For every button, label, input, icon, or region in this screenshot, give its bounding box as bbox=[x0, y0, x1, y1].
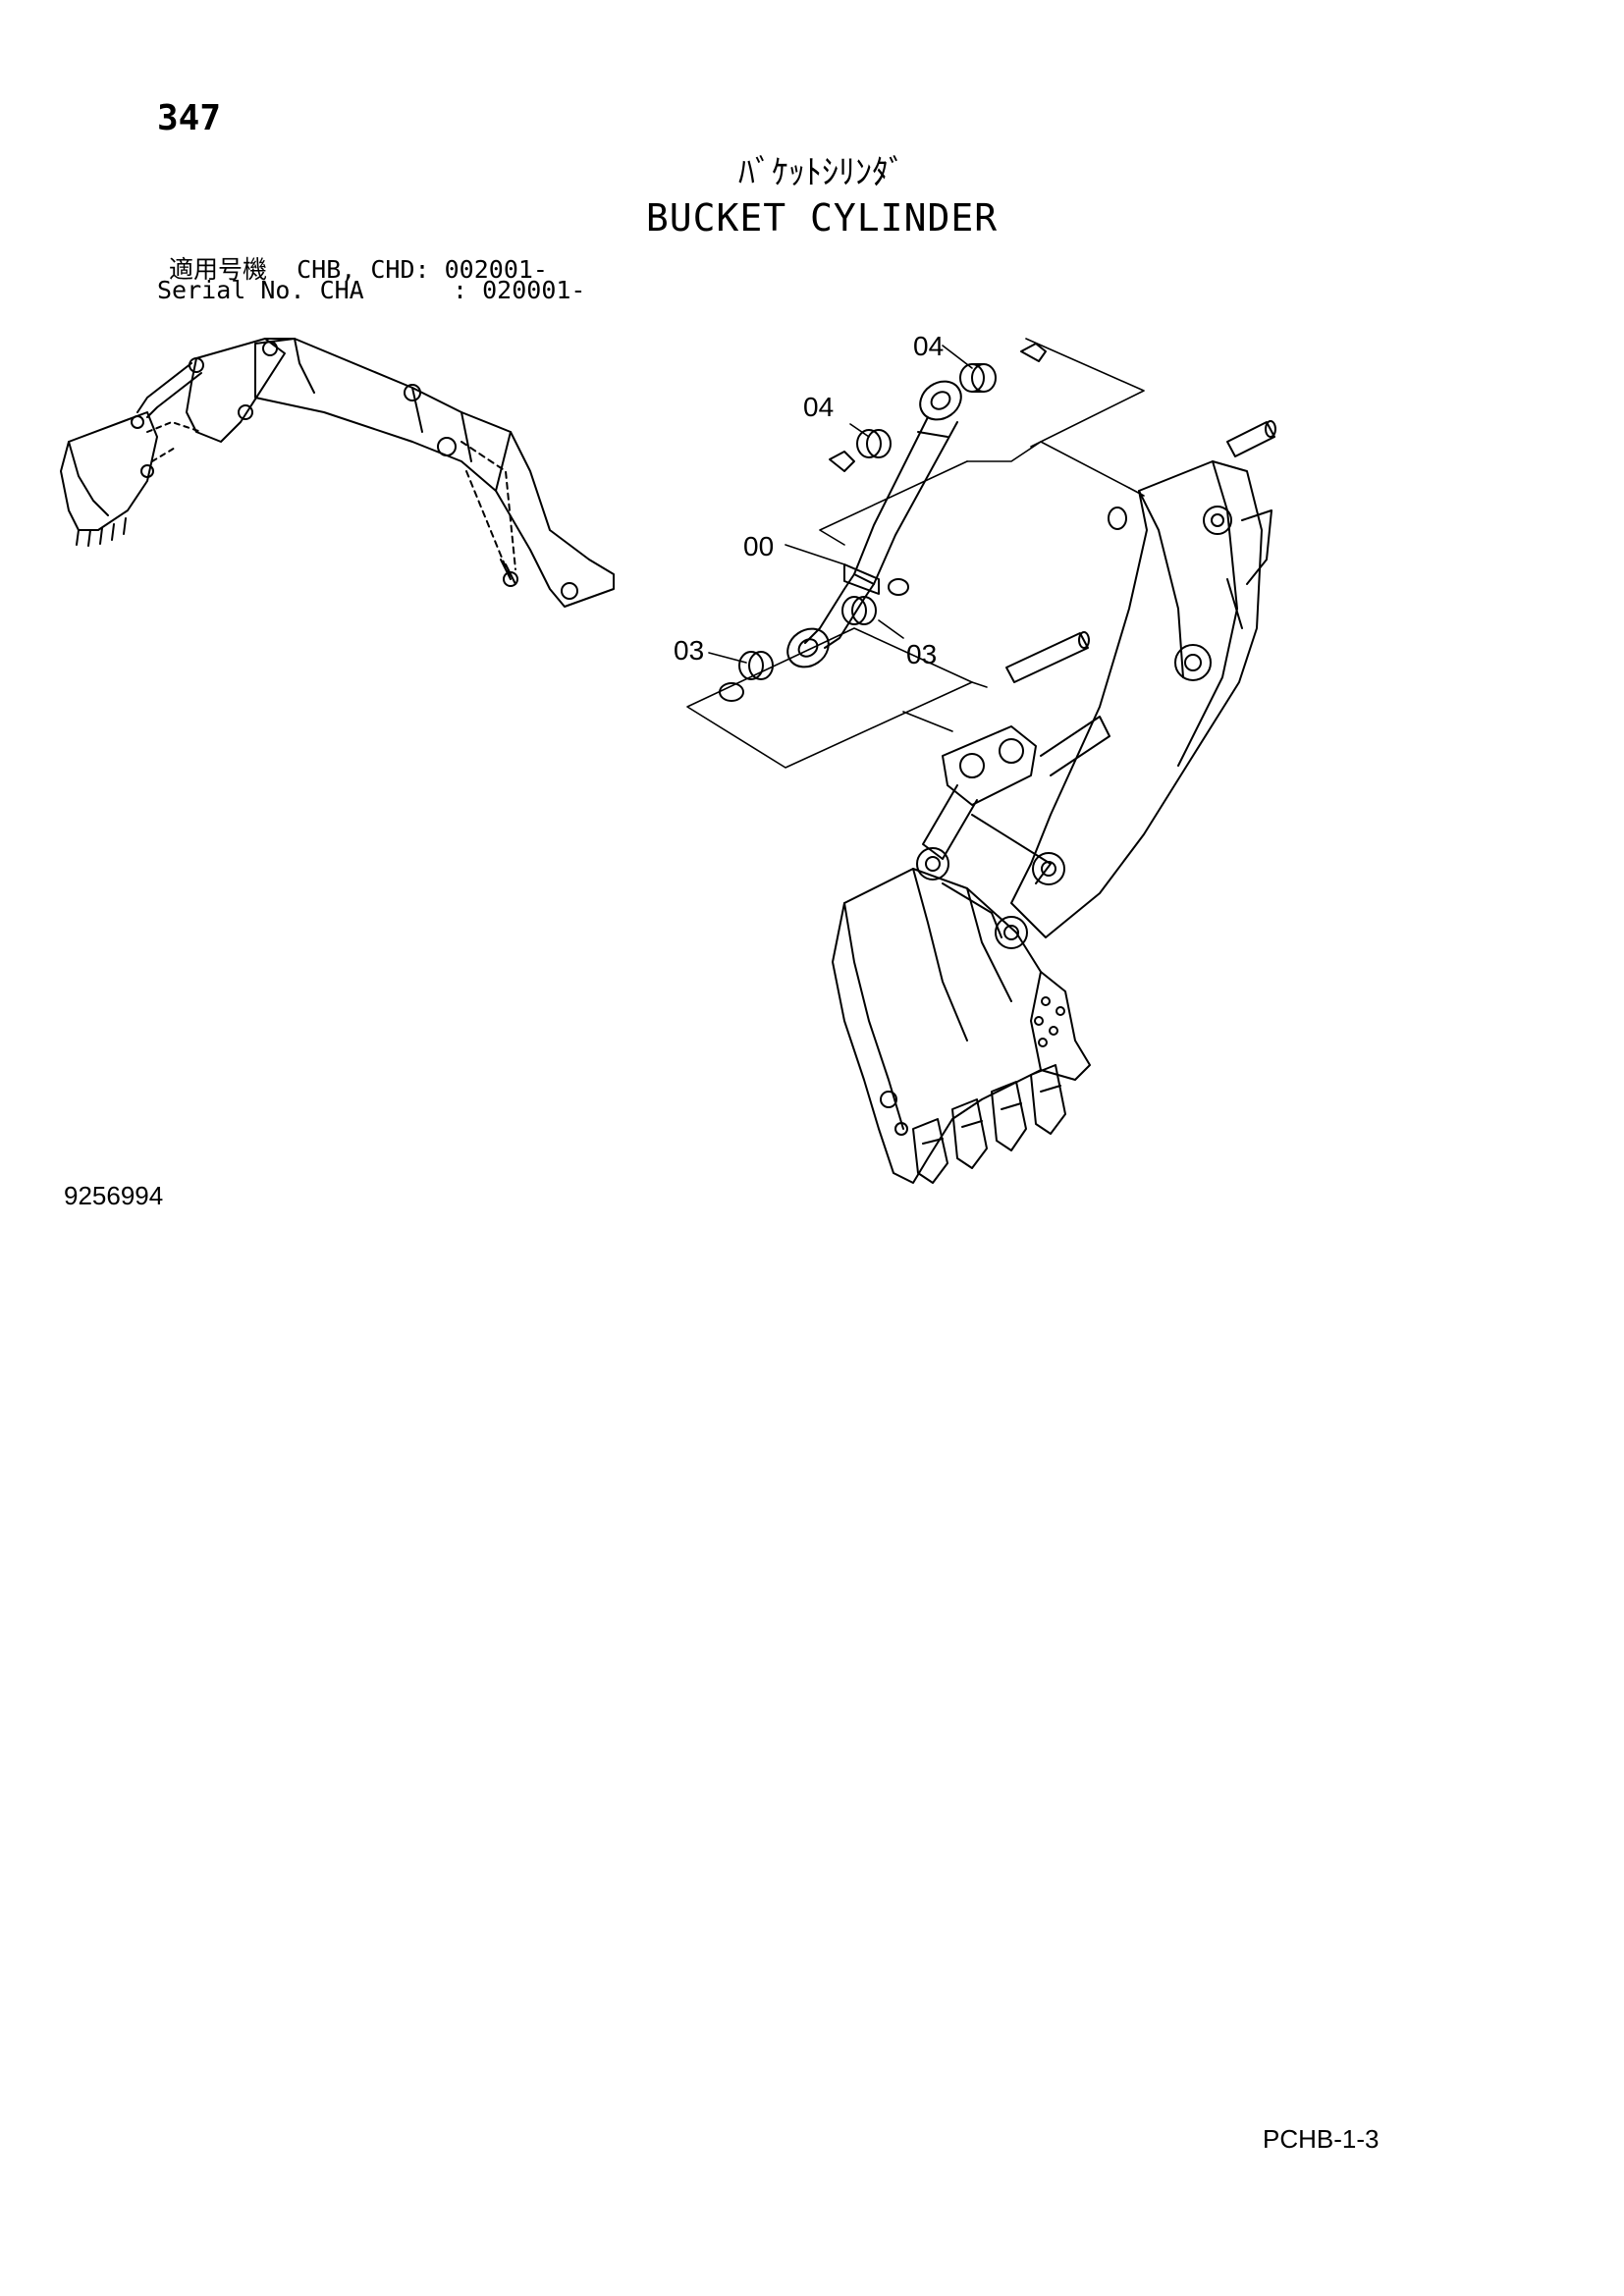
arm bbox=[1010, 460, 1272, 938]
exploded-planes bbox=[686, 338, 1145, 769]
overview-front-attachment bbox=[60, 338, 615, 608]
callout-labels: 04 04 00 03 03 bbox=[674, 331, 944, 669]
page-code: PCHB-1-3 bbox=[1263, 2124, 1380, 2154]
callout-04-upper: 04 bbox=[913, 331, 944, 361]
callout-03-left: 03 bbox=[674, 635, 704, 666]
callout-04-lower: 04 bbox=[803, 392, 834, 422]
seal-parts bbox=[719, 343, 1047, 702]
callout-00: 00 bbox=[743, 531, 774, 561]
page-number: 347 bbox=[157, 98, 222, 138]
bucket-cylinder bbox=[786, 380, 962, 668]
callout-03-right: 03 bbox=[906, 639, 937, 669]
title-japanese: ﾊﾞｹｯﾄｼﾘﾝﾀﾞ bbox=[738, 153, 905, 192]
title-english: BUCKET CYLINDER bbox=[645, 196, 999, 240]
part-number: 9256994 bbox=[64, 1181, 164, 1210]
serial-line-2: Serial No. CHA : 020001- bbox=[157, 276, 586, 304]
bucket-linkage bbox=[916, 725, 1065, 949]
pins bbox=[1005, 420, 1276, 683]
serial-line-1: 適用号機 CHB, CHD: 002001- bbox=[169, 255, 548, 284]
leader-lines bbox=[708, 345, 973, 664]
bucket bbox=[832, 868, 1091, 1184]
